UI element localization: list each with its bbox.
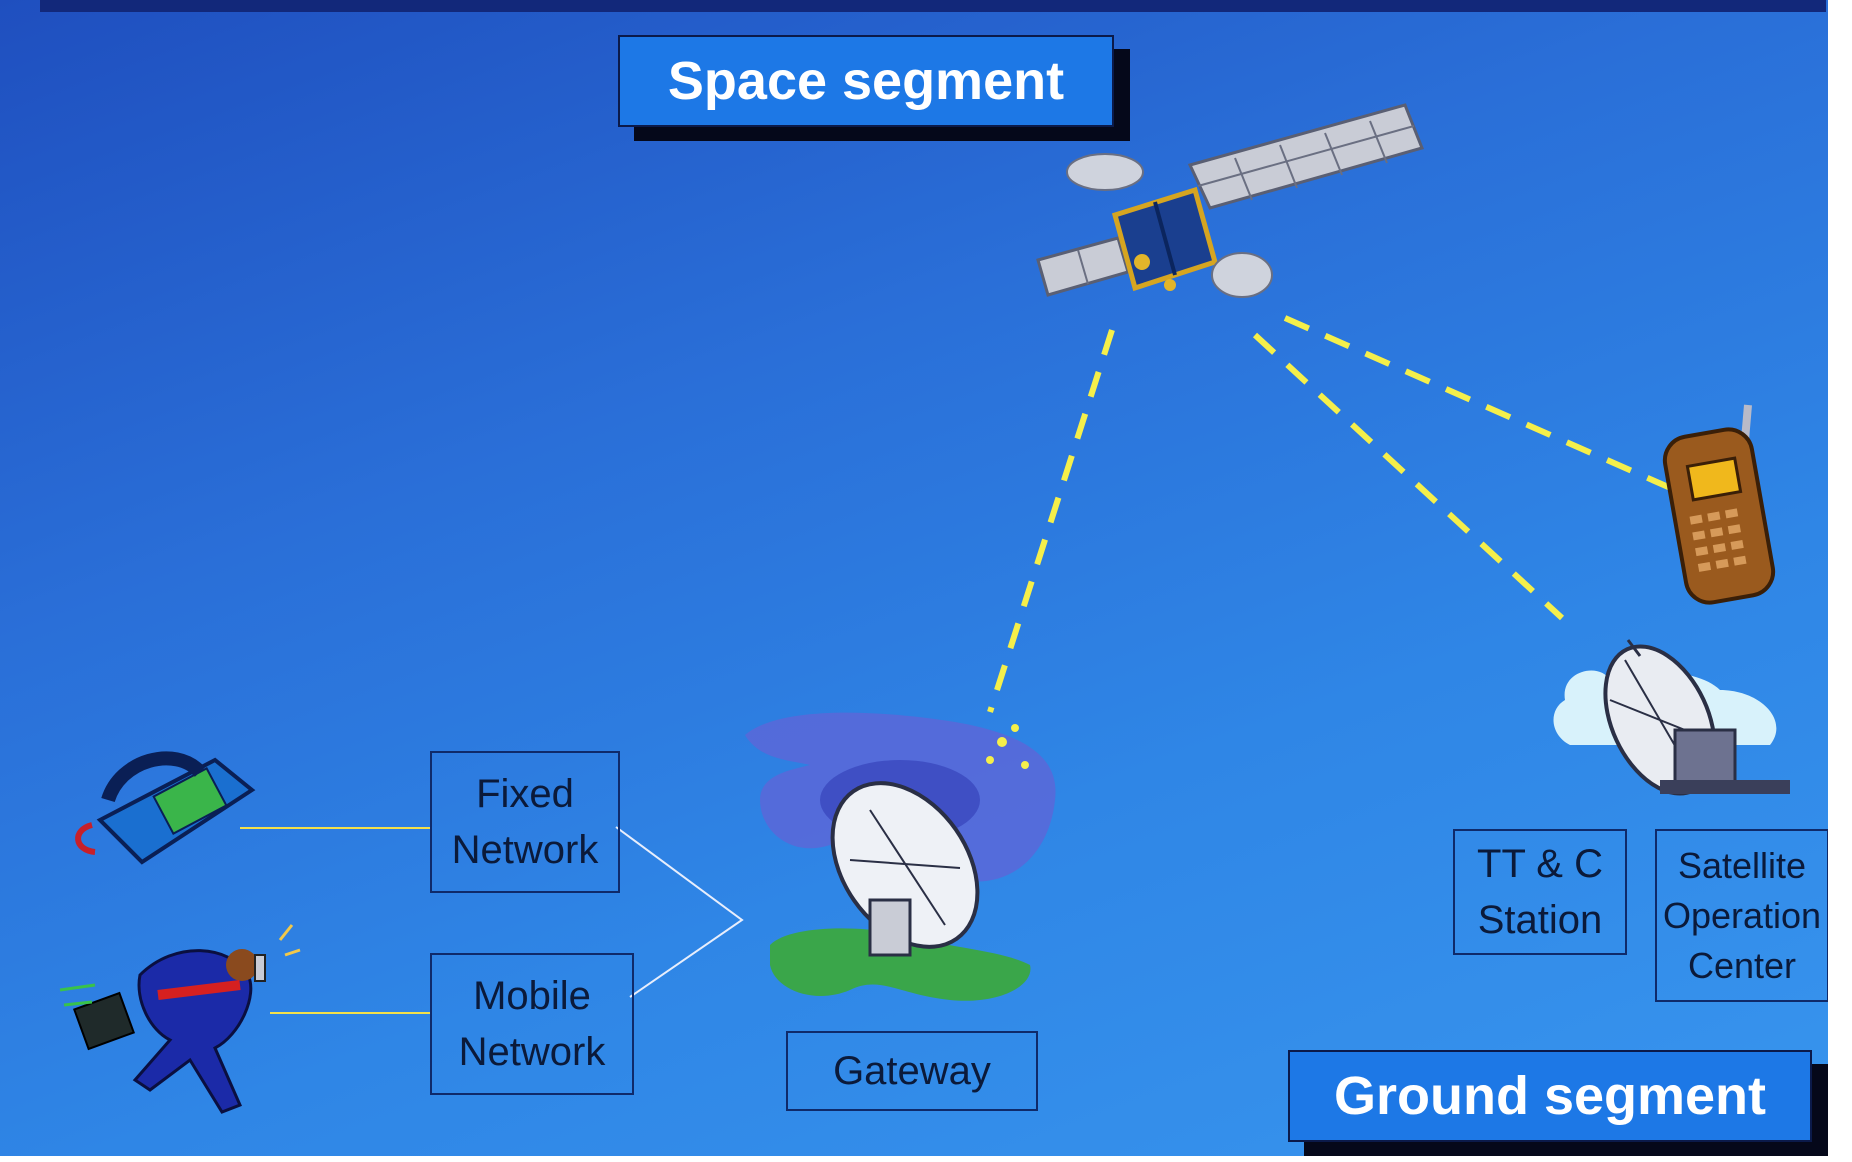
top-bar bbox=[40, 0, 1826, 12]
link-handset bbox=[1283, 315, 1677, 493]
satellite-icon bbox=[1036, 103, 1425, 298]
mobile-handset-icon bbox=[1662, 404, 1776, 605]
mobile-network-box: Mobile Network bbox=[430, 953, 634, 1095]
ttc-label-line1: TT & C bbox=[1477, 842, 1603, 886]
mobile-network-label-line2: Network bbox=[458, 1030, 606, 1074]
soc-label-line3: Center bbox=[1687, 944, 1797, 986]
fixed-network-box: Fixed Network bbox=[430, 751, 620, 893]
link-gateway bbox=[987, 329, 1115, 713]
link-ttc bbox=[1252, 332, 1565, 621]
desk-phone-icon bbox=[75, 751, 256, 865]
fixed-network-label-line1: Fixed bbox=[476, 772, 574, 816]
ttc-label-line2: Station bbox=[1477, 898, 1603, 942]
gateway-label: Gateway bbox=[833, 1049, 991, 1093]
soc-label-line2: Operation bbox=[1662, 894, 1822, 936]
space-segment-title: Space segment bbox=[618, 35, 1114, 127]
running-man-with-phone-icon bbox=[59, 924, 301, 1114]
ttc-station-box: TT & C Station bbox=[1453, 829, 1627, 955]
gateway-box: Gateway bbox=[786, 1031, 1038, 1111]
bottom-margin-strip bbox=[0, 1156, 1852, 1162]
ttc-dish-icon bbox=[1553, 639, 1790, 796]
gateway-dish-icon bbox=[745, 712, 1056, 1001]
mobile-network-label-line1: Mobile bbox=[473, 974, 591, 1018]
fixed-network-label-line2: Network bbox=[451, 828, 599, 872]
soc-label-line1: Satellite bbox=[1677, 844, 1807, 886]
ground-segment-title: Ground segment bbox=[1288, 1050, 1812, 1142]
networks-to-gateway-line bbox=[615, 826, 744, 998]
right-margin-strip bbox=[1828, 0, 1852, 1162]
satellite-links bbox=[987, 315, 1677, 713]
satellite-operation-center-box: Satellite Operation Center bbox=[1655, 829, 1829, 1002]
